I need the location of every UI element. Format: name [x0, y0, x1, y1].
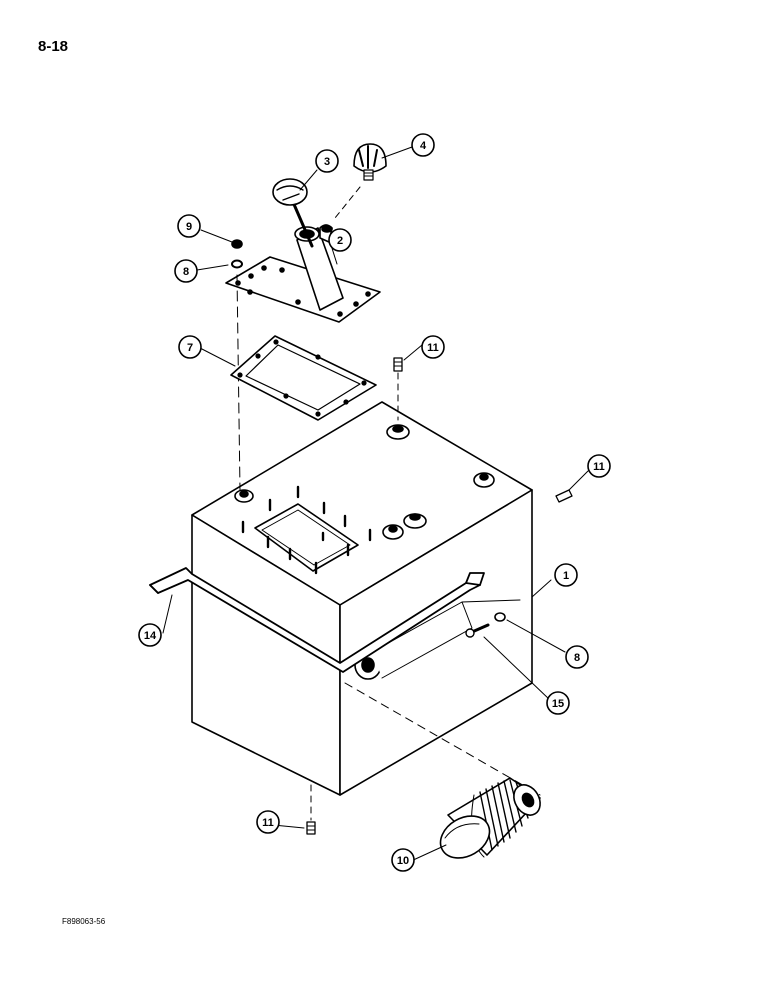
callout-cover-gasket: 7	[178, 335, 202, 359]
page-number: 8-18	[38, 38, 69, 55]
breather	[334, 143, 387, 219]
filler-neck-plate	[225, 224, 381, 323]
callout-number: 15	[552, 698, 564, 710]
filter-element	[439, 777, 541, 859]
nut-and-washer	[231, 239, 243, 491]
callout-dipstick-cap: 3	[315, 149, 339, 173]
figure-code: F898063-56	[62, 917, 106, 926]
plug-bottom	[306, 784, 316, 835]
callout-bolt: 15	[546, 691, 570, 715]
callout-strap: 14	[138, 623, 162, 647]
callout-washer-top: 8	[174, 259, 198, 283]
dipstick-cap	[272, 178, 314, 248]
callout-plug-top: 11	[421, 335, 445, 359]
callout-number: 9	[186, 221, 192, 233]
callout-number: 8	[574, 652, 580, 664]
callout-number: 2	[337, 235, 343, 247]
callout-nut: 9	[177, 214, 201, 238]
callout-filler-neck-plate: 2	[328, 228, 352, 252]
strap	[149, 567, 485, 673]
cover-gasket	[230, 335, 377, 421]
plug-side	[555, 489, 573, 503]
callout-number: 11	[262, 817, 274, 829]
callout-number: 8	[183, 266, 189, 278]
callout-number: 1	[563, 570, 569, 582]
reservoir-tank	[191, 401, 541, 796]
bolt-and-washer	[465, 612, 506, 638]
plug-top	[393, 357, 403, 421]
callout-number: 7	[187, 342, 193, 354]
callout-number: 14	[144, 630, 157, 642]
callout-number: 11	[427, 342, 439, 354]
callout-reservoir: 1	[554, 563, 578, 587]
callout-breather: 4	[411, 133, 435, 157]
callout-number: 11	[593, 461, 605, 473]
callout-washer-strap: 8	[565, 645, 589, 669]
callout-plug-side: 11	[587, 454, 611, 478]
callout-plug-bottom: 11	[256, 810, 280, 834]
callout-number: 3	[324, 156, 330, 168]
callout-filter-element: 10	[391, 848, 415, 872]
callout-number: 10	[397, 855, 409, 867]
callout-number: 4	[420, 140, 427, 152]
